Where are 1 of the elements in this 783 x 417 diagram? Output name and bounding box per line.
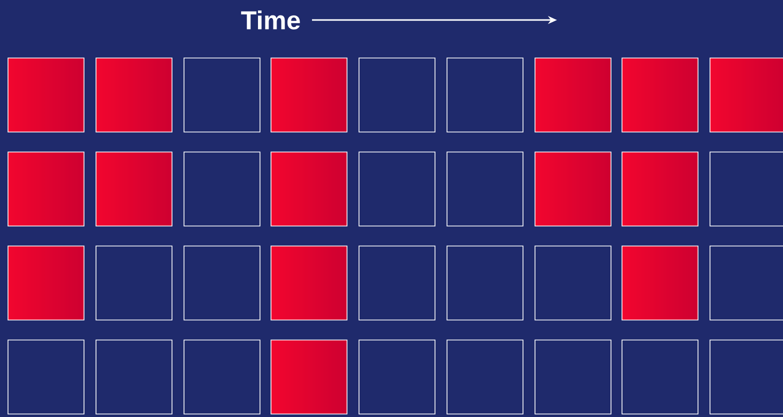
axis-label: Time [241,10,300,30]
